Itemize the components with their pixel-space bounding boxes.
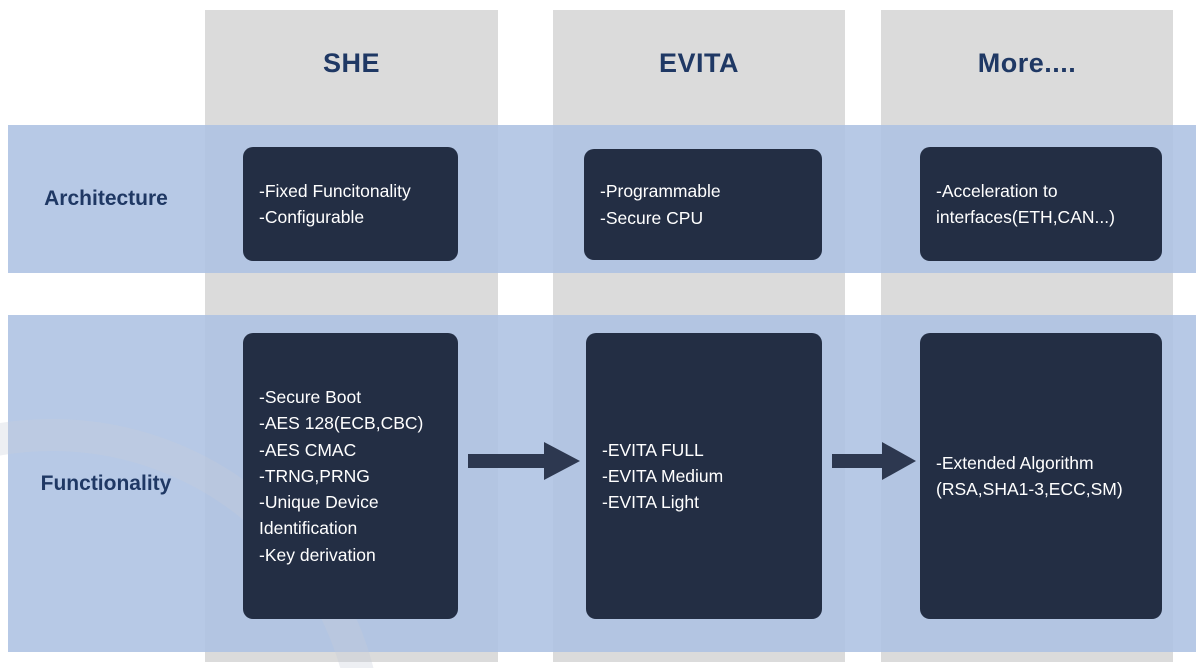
column-header-evita: EVITA: [658, 48, 739, 78]
cell-functionality-evita: -EVITA FULL -EVITA Medium -EVITA Light: [586, 333, 822, 619]
cell-architecture-she: -Fixed Funcitonality -Configurable: [243, 147, 458, 261]
column-header-she: SHE: [322, 48, 381, 78]
cell-functionality-more: -Extended Algorithm (RSA,SHA1-3,ECC,SM): [920, 333, 1162, 619]
cell-text: -Secure Boot -AES 128(ECB,CBC) -AES CMAC…: [259, 387, 424, 565]
cell-architecture-evita: -Programmable -Secure CPU: [584, 149, 822, 260]
row-label-architecture: Architecture: [44, 187, 168, 210]
arrow-she-to-evita-icon: [468, 442, 580, 480]
cell-functionality-she: -Secure Boot -AES 128(ECB,CBC) -AES CMAC…: [243, 333, 458, 619]
cell-text: -EVITA FULL -EVITA Medium -EVITA Light: [602, 439, 724, 513]
cell-text: -Programmable -Secure CPU: [600, 181, 721, 228]
cell-text: -Extended Algorithm (RSA,SHA1-3,ECC,SM): [936, 452, 1123, 499]
cell-text: -Fixed Funcitonality -Configurable: [259, 180, 411, 227]
arrow-evita-to-more-icon: [832, 442, 916, 480]
cell-text: -Acceleration to interfaces(ETH,CAN...): [936, 180, 1115, 227]
cell-architecture-more: -Acceleration to interfaces(ETH,CAN...): [920, 147, 1162, 261]
row-label-functionality: Functionality: [40, 471, 172, 495]
column-header-more: More....: [977, 48, 1077, 78]
